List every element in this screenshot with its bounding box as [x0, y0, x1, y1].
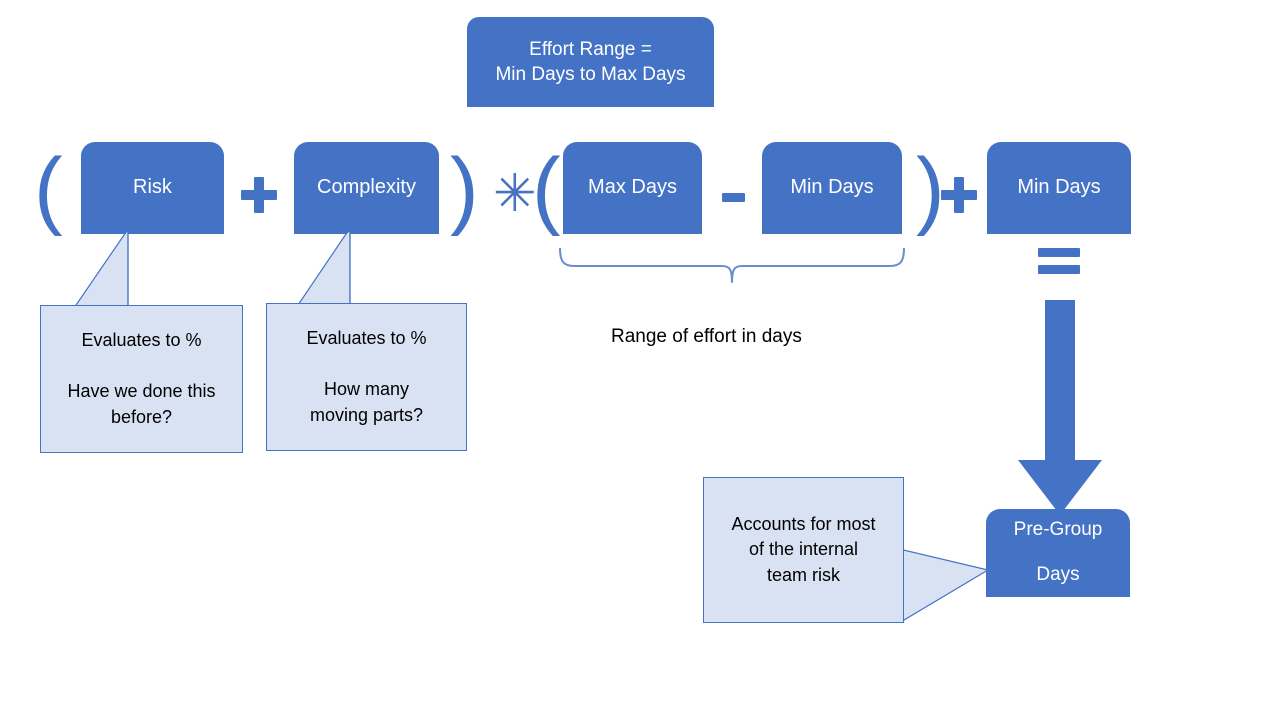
result-callout-line-1: Accounts for most — [731, 513, 876, 534]
node-pre-group-days-line-1: Pre-Group — [1013, 519, 1103, 541]
node-max-days[interactable]: Max Days — [563, 142, 702, 234]
node-complexity[interactable]: Complexity — [294, 142, 439, 234]
risk-callout-line-3: before? — [110, 406, 173, 427]
close-paren-2: ) — [916, 141, 945, 237]
plus-sign-2 — [941, 177, 977, 213]
node-min-days-inner[interactable]: Min Days — [762, 142, 902, 234]
result-callout-text: Accounts for most of the internal team r… — [723, 512, 883, 589]
result-callout: Accounts for most of the internal team r… — [703, 477, 904, 623]
node-min-days-outer-label: Min Days — [1017, 176, 1101, 199]
node-min-days-outer[interactable]: Min Days — [987, 142, 1131, 234]
effort-range-line-1: Effort Range = — [529, 38, 652, 60]
node-max-days-label: Max Days — [588, 176, 677, 199]
result-callout-tail — [895, 548, 990, 621]
complexity-callout-line-3: moving parts? — [309, 404, 424, 425]
complexity-callout-text: Evaluates to % How many moving parts? — [298, 326, 434, 428]
effort-range-title-box: Effort Range = Min Days to Max Days — [467, 17, 714, 107]
risk-callout-text: Evaluates to % Have we done this before? — [59, 328, 223, 430]
result-down-arrow — [1018, 300, 1102, 515]
close-paren-1: ) — [450, 141, 479, 237]
complexity-callout-tail — [296, 230, 351, 306]
effort-range-line-2: Min Days to Max Days — [495, 64, 686, 85]
result-callout-line-2: of the internal — [748, 539, 859, 560]
node-min-days-inner-label: Min Days — [790, 176, 874, 199]
minus-sign — [722, 193, 745, 202]
effort-range-title-text: Effort Range = Min Days to Max Days — [495, 37, 685, 87]
open-paren-2: ( — [532, 141, 561, 237]
node-risk-label: Risk — [133, 176, 172, 199]
node-pre-group-days-line-2: Days — [1036, 564, 1080, 586]
plus-sign-1 — [241, 177, 277, 213]
risk-callout-tail — [72, 230, 129, 309]
range-brace-caption: Range of effort in days — [611, 326, 802, 347]
node-complexity-label: Complexity — [317, 176, 416, 199]
complexity-callout-line-2: How many — [323, 379, 409, 399]
risk-callout: Evaluates to % Have we done this before? — [40, 305, 243, 453]
result-callout-line-3: team risk — [766, 564, 840, 585]
multiply-sign: ✳ — [493, 165, 537, 223]
equals-sign — [1038, 248, 1080, 274]
complexity-callout-line-1: Evaluates to % — [306, 327, 427, 348]
risk-callout-line-2: Have we done this — [67, 381, 216, 401]
range-brace — [558, 248, 906, 284]
node-pre-group-days-label: Pre-Group Days — [1002, 519, 1115, 586]
risk-callout-line-1: Evaluates to % — [81, 329, 202, 350]
node-risk[interactable]: Risk — [81, 142, 224, 234]
node-pre-group-days[interactable]: Pre-Group Days — [986, 509, 1130, 597]
open-paren-1: ( — [34, 141, 63, 237]
complexity-callout: Evaluates to % How many moving parts? — [266, 303, 467, 451]
